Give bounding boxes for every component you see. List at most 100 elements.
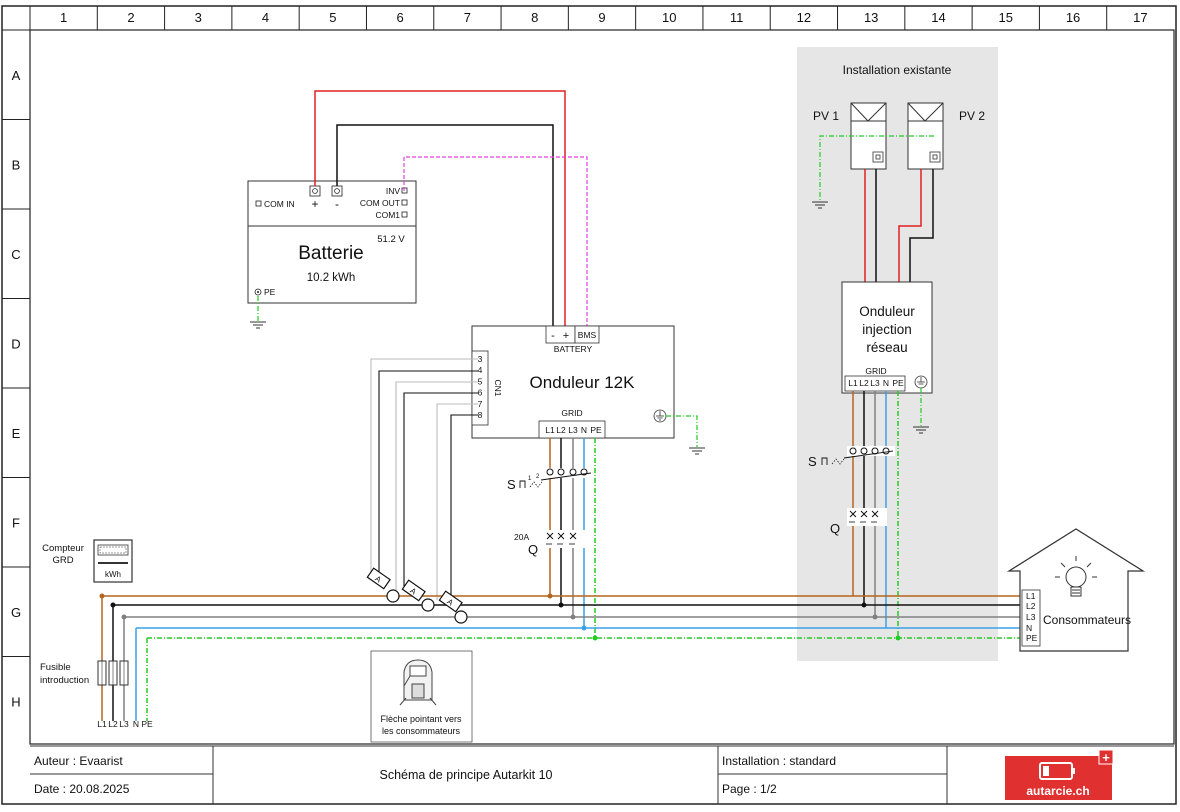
cn1-pin-7: 7	[478, 399, 483, 409]
cn1-pin-3: 3	[478, 354, 483, 364]
switch-s-main-label: S	[507, 477, 516, 492]
grid-inverter-title-3: réseau	[866, 340, 907, 355]
battery-title: Batterie	[298, 243, 363, 264]
ct-note-line-2: les consommateurs	[382, 726, 461, 736]
fuse-phase-L1: L1	[97, 719, 107, 729]
inverter-plus-label: +	[563, 330, 569, 342]
ct-note-line-1: Flèche pointant vers	[380, 714, 462, 724]
column-header-13: 13	[864, 10, 878, 25]
meter-unit: kWh	[105, 570, 121, 579]
intro-fuses	[97, 660, 129, 686]
grid-inverter-terminal-L1: L1	[848, 378, 858, 388]
grid-inverter-terminal-N: N	[883, 378, 889, 388]
consumers-label: Consommateurs	[1043, 613, 1131, 627]
column-header-6: 6	[397, 10, 404, 25]
inverter-title: Onduleur 12K	[530, 373, 636, 392]
date: Date : 20.08.2025	[34, 782, 130, 796]
inverter-terminal-N: N	[581, 425, 587, 435]
battery-unit: Batterie 10.2 kWh 51.2 V COM IN + - INV …	[247, 180, 417, 304]
battery-ground-icon	[250, 321, 266, 329]
column-header-7: 7	[464, 10, 471, 25]
inverter-grid-label: GRID	[561, 408, 582, 418]
consumer-line-N: N	[1026, 623, 1032, 633]
grid-inverter-grid-label: GRID	[865, 366, 886, 376]
consumer-line-L1: L1	[1026, 591, 1036, 601]
current-sensor-l2: A	[401, 579, 435, 612]
inverter-ground-earth-icon	[689, 447, 705, 455]
fuse-phase-L3: L3	[119, 719, 129, 729]
consumer-line-L2: L2	[1026, 601, 1036, 611]
fuse-phase-L2: L2	[108, 719, 118, 729]
meter-label-1: Compteur	[42, 543, 84, 554]
cn1-pin-5: 5	[478, 376, 483, 386]
column-header-12: 12	[797, 10, 811, 25]
pv-strings	[864, 169, 934, 282]
battery-pe-label: PE	[264, 287, 276, 297]
consumer-line-PE: PE	[1026, 633, 1038, 643]
sensor-l3-mark: A	[445, 597, 455, 608]
light-bulb-icon	[1055, 556, 1097, 597]
battery-plus-terminal	[309, 185, 321, 197]
row-header-B: B	[12, 157, 21, 172]
grid-inverter-title-2: injection	[862, 322, 912, 337]
column-header-11: 11	[730, 10, 744, 25]
column-header-15: 15	[999, 10, 1013, 25]
drawing-title: Schéma de principe Autarkit 10	[379, 768, 552, 782]
switch-s-existing: S	[808, 446, 895, 469]
breaker-q-existing-label: Q	[830, 521, 840, 536]
grid-inverter-terminal-PE: PE	[892, 378, 904, 388]
existing-installation-title: Installation existante	[843, 63, 952, 77]
fuse-phase-N: N	[133, 719, 139, 729]
row-header-D: D	[11, 336, 20, 351]
row-header-H: H	[11, 694, 20, 709]
breaker-q-existing: Q	[830, 508, 887, 536]
switch-pin2: 2	[536, 474, 540, 480]
column-header-3: 3	[195, 10, 202, 25]
column-header-17: 17	[1133, 10, 1147, 25]
battery-capacity: 10.2 kWh	[307, 272, 356, 284]
battery-plus-sign: +	[311, 197, 318, 211]
battery-inv-port: INV	[386, 186, 401, 196]
inverter-terminal-L3: L3	[568, 425, 578, 435]
column-header-4: 4	[262, 10, 269, 25]
grid-inverter-terminal-L2: L2	[859, 378, 869, 388]
inverter-terminal-L2: L2	[556, 425, 566, 435]
row-header-A: A	[12, 68, 21, 83]
row-header-C: C	[11, 247, 20, 262]
grd-meter: kWh	[93, 539, 133, 583]
column-header-2: 2	[127, 10, 134, 25]
row-header-G: G	[11, 605, 21, 620]
battery-com-out-port: COM OUT	[360, 198, 400, 208]
installation-type: Installation : standard	[722, 754, 836, 768]
fuse-label-1: Fusible	[40, 662, 71, 673]
column-header-14: 14	[931, 10, 945, 25]
battery-com1-port: COM1	[375, 210, 400, 220]
battery-com-in: COM IN	[264, 199, 295, 209]
inverter-terminal-PE: PE	[590, 425, 602, 435]
grid-inverter-ground-icon	[913, 426, 929, 434]
cn1-pin-8: 8	[478, 410, 483, 420]
current-sensor-l1: A	[366, 567, 400, 603]
cn1-label: CN1	[493, 379, 503, 396]
logo-text: autarcie.ch	[1026, 784, 1089, 798]
inverter-box	[471, 325, 675, 439]
pv-1-label: PV 1	[813, 109, 839, 123]
bms-cable	[403, 156, 588, 327]
battery-minus-cable	[336, 124, 554, 327]
main-bus	[101, 595, 1022, 721]
battery-logo-icon	[1039, 762, 1075, 780]
cn1-pin-4: 4	[478, 365, 483, 375]
title-block	[30, 745, 1174, 804]
column-header-1: 1	[60, 10, 67, 25]
ct-clamp-note: Flèche pointant vers les consommateurs	[370, 650, 473, 743]
inverter-12k: - + BMS BATTERY Onduleur 12K CN1 345678 …	[471, 325, 675, 439]
inverter-minus-label: -	[551, 330, 555, 342]
inverter-battery-label: BATTERY	[554, 344, 593, 354]
inverter-terminal-L1: L1	[545, 425, 555, 435]
switch-s-main: S 1 2	[507, 468, 592, 492]
